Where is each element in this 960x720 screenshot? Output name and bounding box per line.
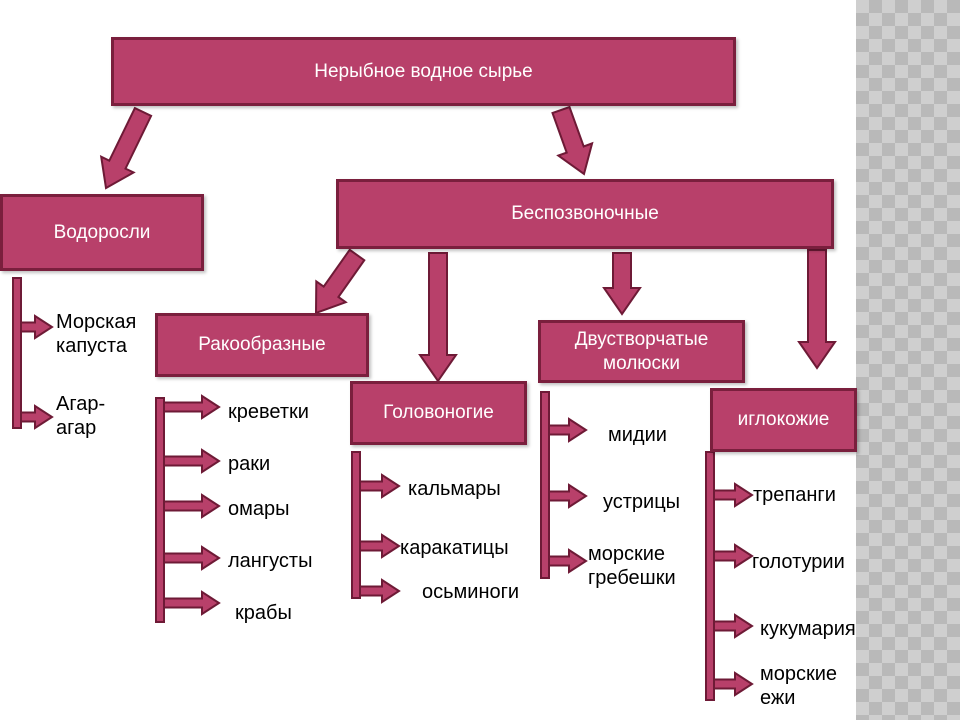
- arrow-echinoderm-item-1: [709, 482, 754, 508]
- crustacean-item-3: омары: [228, 498, 290, 520]
- bivalves-label-line1: Двустворчатые: [574, 328, 709, 350]
- arrow-cephalopod-item-1: [355, 473, 401, 499]
- root-box: Нерыбное водное сырье: [111, 37, 736, 106]
- arrow-crustacean-item-4: [159, 545, 221, 571]
- arrow-invertebrates-to-bivalves: [602, 252, 642, 316]
- bivalves-box: Двустворчатые молюски: [538, 320, 745, 383]
- cephalopods-branch-bar: [351, 451, 361, 599]
- arrow-bivalve-item-1: [544, 417, 588, 443]
- cephalopods-box: Головоногие: [350, 381, 527, 445]
- cephalopod-item-3: осьминоги: [422, 581, 520, 603]
- arrow-invertebrates-to-cephalopods: [418, 252, 458, 383]
- algae-branch-bar: [12, 277, 22, 429]
- crustacean-item-5: крабы: [235, 602, 292, 624]
- echinoderms-box: иглокожие: [710, 388, 857, 452]
- arrow-echinoderm-item-4: [709, 671, 754, 697]
- cephalopods-label: Головоногие: [383, 402, 494, 424]
- arrow-root-to-invertebrates: [551, 105, 594, 176]
- crustacean-item-4: лангусты: [228, 550, 313, 572]
- bivalves-branch-bar: [540, 391, 550, 579]
- echinoderm-item-3: кукумария: [760, 618, 856, 640]
- root-label: Нерыбное водное сырье: [314, 60, 533, 82]
- echinoderm-item-1: трепанги: [753, 484, 836, 506]
- crustaceans-box: Ракообразные: [155, 313, 369, 377]
- invertebrates-box: Беспозвоночные: [336, 179, 834, 249]
- arrow-crustacean-item-5: [159, 590, 221, 616]
- arrow-root-to-algae: [99, 106, 153, 190]
- arrow-bivalve-item-3: [544, 548, 588, 574]
- echinoderms-branch-bar: [705, 451, 715, 701]
- cephalopod-item-2: каракатицы: [400, 537, 509, 559]
- arrow-invertebrates-to-crustaceans: [314, 248, 366, 315]
- arrow-algae-item-2: [16, 404, 54, 430]
- arrow-invertebrates-to-echinoderms: [797, 249, 837, 370]
- algae-box: Водоросли: [0, 194, 204, 271]
- arrow-algae-item-1: [16, 314, 54, 340]
- arrow-cephalopod-item-2: [355, 533, 401, 559]
- crustacean-item-1: креветки: [228, 401, 309, 423]
- algae-item-1: Морская капуста: [56, 311, 137, 357]
- echinoderm-item-2: голотурии: [752, 551, 845, 573]
- algae-item-2: Агар- агар: [56, 393, 106, 439]
- cephalopod-item-1: кальмары: [408, 478, 501, 500]
- bivalve-item-3: морские гребешки: [588, 543, 676, 589]
- bivalves-label-line2: молюски: [603, 352, 680, 374]
- algae-label: Водоросли: [53, 221, 151, 243]
- arrow-crustacean-item-1: [159, 394, 221, 420]
- arrow-crustacean-item-3: [159, 493, 221, 519]
- crustaceans-branch-bar: [155, 397, 165, 623]
- invertebrates-label: Беспозвоночные: [511, 203, 659, 225]
- decorative-side-stripe: [856, 0, 960, 720]
- bivalve-item-1: мидии: [608, 424, 667, 446]
- arrow-echinoderm-item-3: [709, 613, 754, 639]
- arrow-crustacean-item-2: [159, 448, 221, 474]
- echinoderm-item-4: морские ежи: [760, 663, 838, 709]
- arrow-echinoderm-item-2: [709, 543, 754, 569]
- echinoderms-label: иглокожие: [737, 409, 830, 431]
- arrow-cephalopod-item-3: [355, 578, 401, 604]
- crustaceans-label: Ракообразные: [198, 334, 326, 356]
- bivalve-item-2: устрицы: [603, 491, 681, 513]
- arrow-bivalve-item-2: [544, 483, 588, 509]
- crustacean-item-2: раки: [228, 453, 271, 475]
